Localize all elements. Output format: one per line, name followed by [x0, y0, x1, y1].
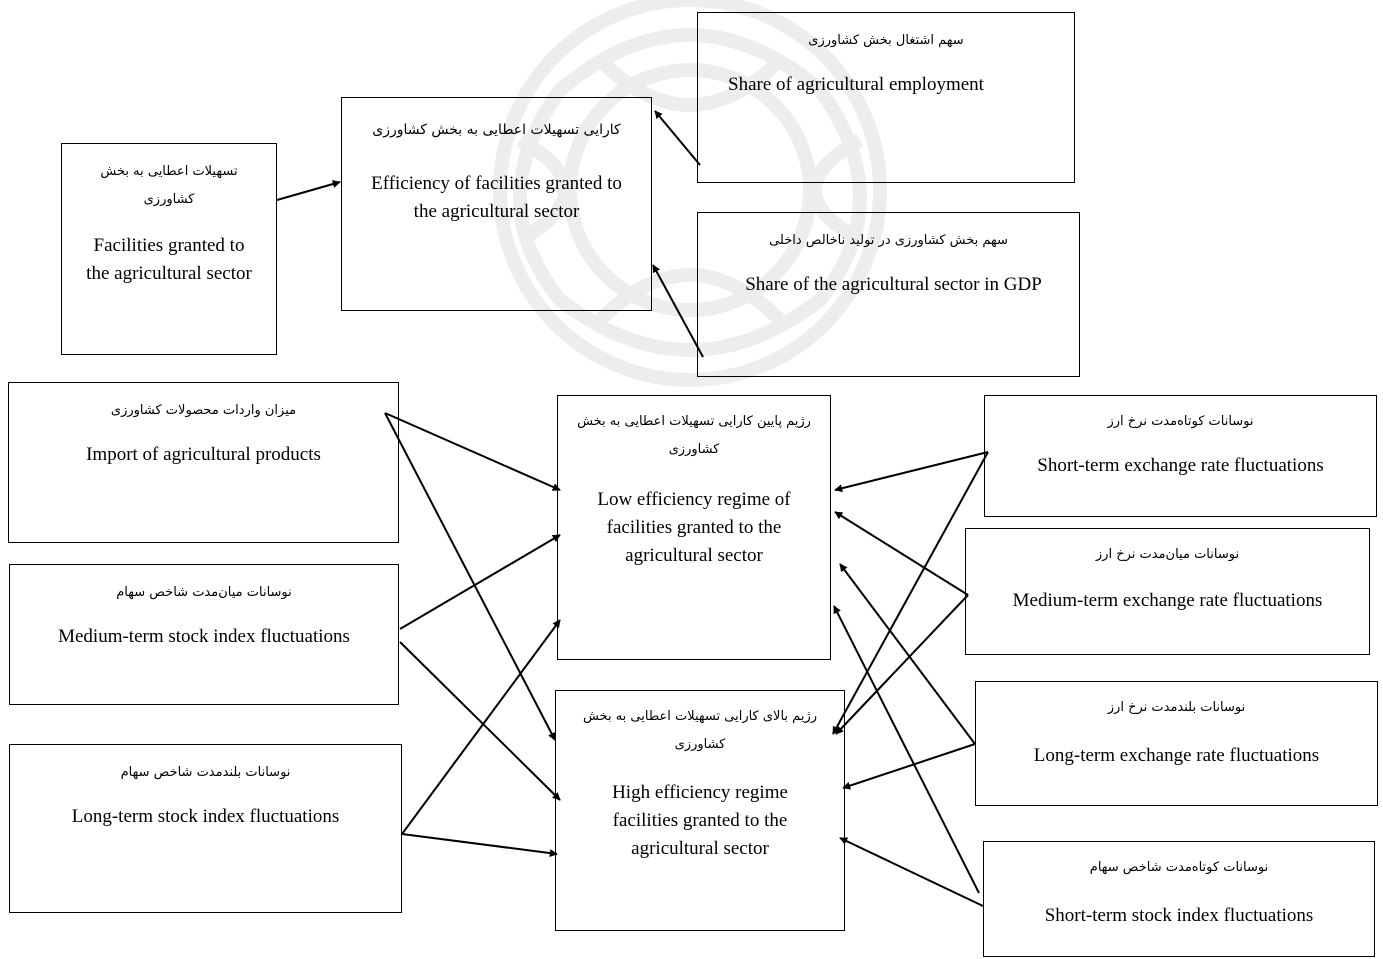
node-medium-fx-en: Medium-term exchange rate fluctuations	[1012, 590, 1323, 611]
node-long-fx-en: Long-term exchange rate fluctuations	[1033, 745, 1320, 766]
node-employment: سهم اشتغال بخش کشاورزی Share of agricult…	[697, 12, 1075, 183]
arrow-medium-stock-to-low-regime	[399, 534, 561, 630]
node-gdp: سهم بخش کشاورزی در تولید ناخالص داخلی Sh…	[697, 212, 1080, 377]
arrow-imports-to-high-regime	[384, 412, 556, 741]
arrow-imports-to-low-regime	[384, 412, 561, 491]
node-medium-stock-fa: نوسانات میان‌مدت شاخص سهام	[116, 585, 292, 600]
arrow-gdp-to-efficiency	[652, 264, 704, 358]
node-high-regime-en: High efficiency regime facilities grante…	[612, 782, 788, 859]
node-low-regime-en: Low efficiency regime of facilities gran…	[597, 489, 791, 566]
arrow-facilities-to-efficiency	[276, 180, 341, 201]
arrow-employment-to-efficiency	[654, 110, 701, 166]
node-medium-stock-en: Medium-term stock index fluctuations	[58, 626, 350, 647]
node-imports-en: Import of agricultural products	[86, 444, 321, 465]
arrow-medium-fx-to-low-regime	[834, 511, 969, 596]
node-efficiency-fa: کارایی تسهیلات اعطایی به بخش کشاورزی	[372, 122, 621, 138]
arrow-long-fx-to-low-regime	[839, 563, 976, 745]
arrow-short-stock-to-high-regime	[839, 837, 984, 907]
arrow-medium-stock-to-high-regime	[399, 641, 561, 801]
node-long-fx: نوسانات بلندمدت نرخ ارز Long-term exchan…	[975, 681, 1378, 806]
node-long-fx-fa: نوسانات بلندمدت نرخ ارز	[1107, 700, 1246, 715]
node-long-stock-en: Long-term stock index fluctuations	[71, 806, 340, 827]
node-long-stock-fa: نوسانات بلندمدت شاخص سهام	[120, 765, 291, 780]
node-low-regime-fa: رژیم پایین کارایی تسهیلات اعطایی به بخش …	[577, 414, 811, 457]
node-short-fx-en: Short-term exchange rate fluctuations	[1037, 455, 1324, 476]
node-employment-en: Share of agricultural employment	[728, 74, 984, 95]
node-short-stock-fa: نوسانات کوتاه‌مدت شاخص سهام	[1089, 860, 1269, 875]
node-high-regime: رژیم بالای کارایی تسهیلات اعطایی به بخش …	[555, 690, 845, 931]
arrow-short-fx-to-low-regime	[834, 451, 989, 493]
node-high-regime-fa: رژیم بالای کارایی تسهیلات اعطایی به بخش …	[582, 709, 818, 752]
node-facilities-en: Facilities granted to the agricultural s…	[86, 235, 252, 284]
node-short-fx-fa: نوسانات کوتاه‌مدت نرخ ارز	[1107, 414, 1254, 429]
node-low-regime: رژیم پایین کارایی تسهیلات اعطایی به بخش …	[557, 395, 831, 660]
arrow-short-stock-to-low-regime	[833, 605, 980, 894]
arrow-long-stock-to-low-regime	[401, 619, 561, 835]
node-medium-fx: نوسانات میان‌مدت نرخ ارز Medium-term exc…	[965, 528, 1370, 655]
node-efficiency: کارایی تسهیلات اعطایی به بخش کشاورزی Eff…	[341, 97, 652, 311]
node-medium-fx-fa: نوسانات میان‌مدت نرخ ارز	[1095, 547, 1240, 562]
node-short-fx: نوسانات کوتاه‌مدت نرخ ارز Short-term exc…	[984, 395, 1377, 517]
node-gdp-fa: سهم بخش کشاورزی در تولید ناخالص داخلی	[769, 233, 1008, 248]
node-gdp-en: Share of the agricultural sector in GDP	[745, 274, 1042, 295]
arrow-long-fx-to-high-regime	[842, 743, 976, 790]
node-efficiency-en: Efficiency of facilities granted to the …	[371, 173, 622, 222]
node-medium-stock: نوسانات میان‌مدت شاخص سهام Medium-term s…	[9, 564, 399, 705]
node-employment-fa: سهم اشتغال بخش کشاورزی	[808, 33, 964, 48]
node-imports-fa: میزان واردات محصولات کشاورزی	[110, 403, 297, 418]
node-facilities: تسهیلات اعطایی به بخش کشاورزی Facilities…	[61, 143, 277, 355]
arrow-short-fx-to-high-regime	[832, 451, 989, 735]
arrow-medium-fx-to-high-regime	[835, 594, 969, 735]
node-imports: میزان واردات محصولات کشاورزی Import of a…	[8, 382, 399, 543]
node-long-stock: نوسانات بلندمدت شاخص سهام Long-term stoc…	[9, 744, 402, 913]
node-short-stock: نوسانات کوتاه‌مدت شاخص سهام Short-term s…	[983, 841, 1375, 957]
arrow-long-stock-to-high-regime	[401, 833, 558, 858]
node-facilities-fa: تسهیلات اعطایی به بخش کشاورزی	[100, 164, 238, 207]
node-short-stock-en: Short-term stock index fluctuations	[1044, 905, 1314, 926]
